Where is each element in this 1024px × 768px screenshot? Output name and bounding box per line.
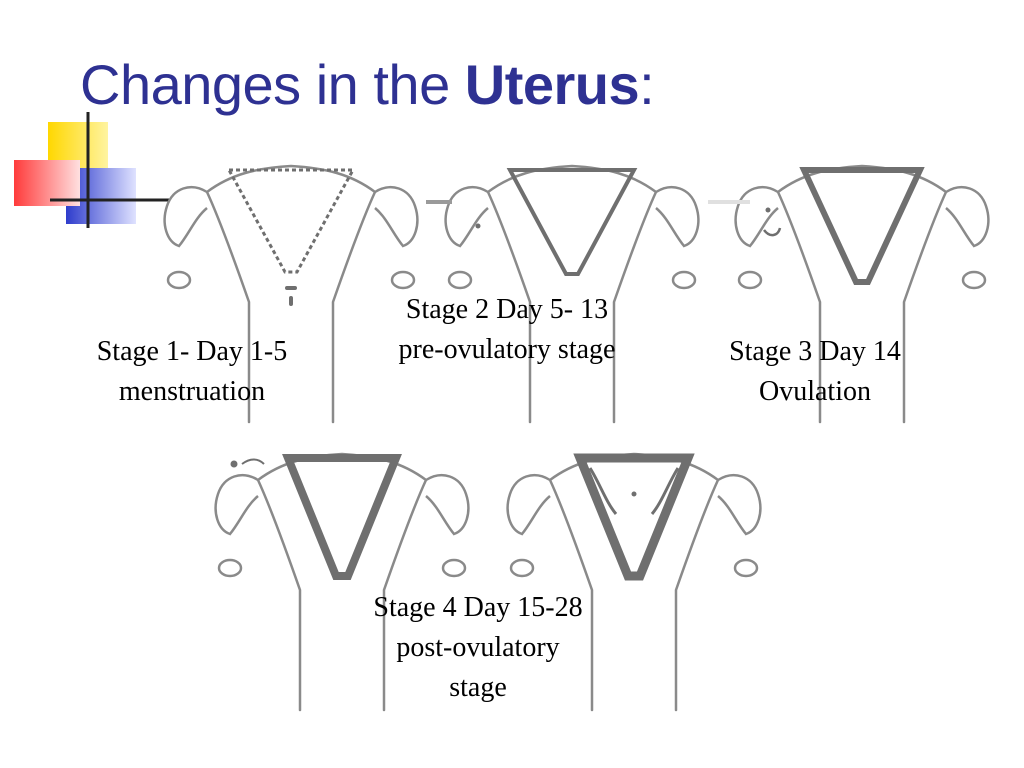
title-bold: Uterus [464,53,640,116]
stage-1-title: Stage 1- Day 1-5 [96,336,288,367]
stage-4-description-cont: stage [449,672,507,703]
stage-2-caption: Stage 2 Day 5- 13 pre-ovulatory stage [362,290,652,370]
diagram-stage-3 [734,164,990,424]
stage-1-description: menstruation [118,376,266,407]
deco-red-square [14,160,80,206]
title-colon: : [639,53,655,116]
stage-4-title: Stage 4 Day 15-28 [373,592,583,623]
stage-3-description: Ovulation [759,376,871,407]
diagram-stage-1 [163,164,419,424]
diagram-stage-4-left [214,452,470,712]
stage-4-caption: Stage 4 Day 15-28 post-ovulatory stage [340,588,616,708]
stage-2-description: pre-ovulatory stage [398,334,616,365]
stage-3-title: Stage 3 Day 14 [729,336,901,367]
diagram-stage-4-right [506,452,762,712]
stage-4-description: post-ovulatory [396,632,560,663]
stage-3-caption: Stage 3 Day 14 Ovulation [690,332,940,412]
corner-decoration [14,112,170,228]
diagram-stage-2 [444,164,700,424]
stage-1-caption: Stage 1- Day 1-5 menstruation [52,332,332,412]
stage-2-title: Stage 2 Day 5- 13 [405,294,609,325]
page-title: Changes in the Uterus: [80,52,655,117]
title-main: Changes in the [80,53,465,116]
